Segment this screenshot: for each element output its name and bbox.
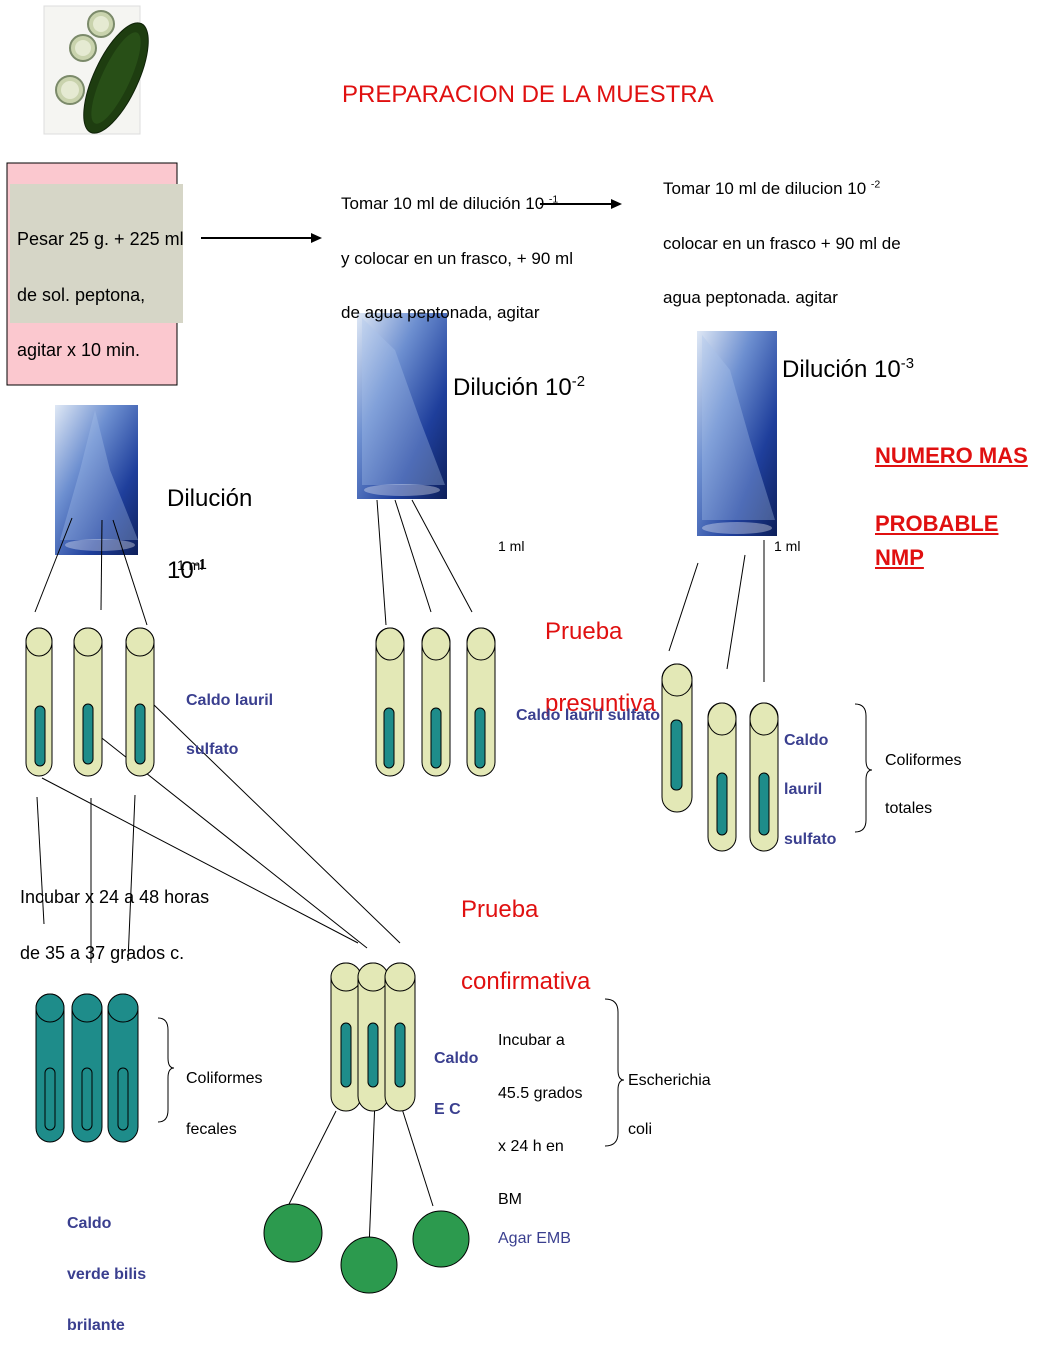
tube [108, 994, 138, 1142]
caldo-lauril-3-line-1: Caldo [784, 729, 836, 754]
tube [385, 963, 415, 1111]
one-ml-label-1: 1 ml [177, 555, 203, 575]
step1-line-2: de sol. peptona, [17, 282, 184, 310]
caldo-verde-line-1: Caldo [67, 1211, 146, 1237]
cucumber-image [44, 6, 161, 142]
incubar-2-line-2: 45.5 grados [498, 1081, 583, 1107]
tubes-fecales [36, 994, 138, 1142]
step2-line-2: y colocar en un frasco, + 90 ml [341, 245, 573, 272]
tube [126, 628, 154, 776]
tube [26, 628, 52, 776]
step2-exponent: -1 [549, 194, 558, 206]
incubar-2-line-4: BM [498, 1187, 583, 1213]
tubes-row-2 [376, 628, 495, 776]
dilution-2-label: Dilución 10-2 [453, 371, 585, 406]
escherichia-line-1: Escherichia [628, 1069, 711, 1094]
tubes-row-3 [662, 664, 778, 851]
escherichia-coli-label: Escherichia coli [628, 1044, 711, 1168]
incubar-1-line-1: Incubar x 24 a 48 horas [20, 884, 209, 912]
dilution-3-text: Dilución 10 [782, 356, 901, 383]
caldo-verde-line-2: verde bilis [67, 1262, 146, 1288]
step3-line-2: colocar en un frasco + 90 ml de [663, 230, 901, 257]
agar-emb-label: Agar EMB [498, 1227, 571, 1250]
dilution-3-label: Dilución 10-3 [782, 353, 914, 388]
step2-text: Tomar 10 ml de dilución 10 -1 y colocar … [341, 163, 573, 353]
step2-line-1-text: Tomar 10 ml de dilución 10 [341, 194, 544, 213]
step3-line-1-text: Tomar 10 ml de dilucion 10 [663, 179, 866, 198]
caldo-ec-label: Caldo E C [434, 1020, 478, 1148]
flask-image-1 [55, 405, 138, 555]
step3-line-3: agua peptonada. agitar [663, 284, 901, 311]
coliformes-fecales-line-2: fecales [186, 1117, 262, 1143]
tube [376, 628, 404, 776]
tube [358, 963, 388, 1111]
page-title: PREPARACION DE LA MUESTRA [342, 78, 714, 113]
caldo-verde-line-3: brilante [67, 1313, 146, 1339]
incubar-1-line-2: de 35 a 37 grados c. [20, 940, 209, 968]
step3-text: Tomar 10 ml de dilucion 10 -2 colocar en… [663, 148, 901, 338]
coliformes-fecales-label: Coliformes fecales [186, 1040, 262, 1168]
nmp-title-line-1: NUMERO MAS [875, 439, 1041, 473]
prueba-presuntiva-label: Prueba presuntiva [545, 578, 656, 758]
tube [750, 703, 778, 851]
dilution-3-exponent: -3 [901, 356, 914, 372]
step1-line-3: agitar x 10 min. [17, 337, 184, 365]
tube [331, 963, 361, 1111]
caldo-lauril-3-line-3: sulfato [784, 828, 836, 853]
coliformes-totales-label: Coliformes totales [885, 725, 961, 845]
coliformes-fecales-line-1: Coliformes [186, 1066, 262, 1092]
incubar-2-line-1: Incubar a [498, 1028, 583, 1054]
incubar-2-line-3: x 24 h en [498, 1134, 583, 1160]
prueba-confirmativa-line-1: Prueba [461, 892, 590, 928]
step2-line-3: de agua peptonada, agitar [341, 299, 573, 326]
incubar-2-text: Incubar a 45.5 grados x 24 h en BM [498, 1002, 583, 1240]
caldo-lauril-3-line-2: lauril [784, 778, 836, 803]
dilution-2-exponent: -2 [572, 374, 585, 390]
coliformes-totales-line-1: Coliformes [885, 749, 961, 773]
step1-line-1: Pesar 25 g. + 225 ml [17, 226, 184, 254]
flask-image-3 [697, 331, 777, 536]
nmp-title-line-2: PROBABLE NMP [875, 507, 1041, 575]
step2-line-1: Tomar 10 ml de dilución 10 -1 [341, 190, 573, 217]
caldo-lauril-label-1: Caldo lauril sulfato [186, 664, 273, 788]
tube [467, 628, 495, 776]
caldo-ec-line-1: Caldo [434, 1046, 478, 1072]
tube [36, 994, 64, 1142]
dilution-2-text: Dilución 10 [453, 374, 572, 401]
tube [72, 994, 102, 1142]
step3-exponent: -2 [871, 179, 880, 191]
caldo-verde-label: Caldo verde bilis brilante [67, 1185, 146, 1364]
tubes-ec [331, 963, 415, 1111]
one-ml-label-3: 1 ml [774, 536, 800, 556]
caldo-lauril-label-2: Caldo lauril sulfato [516, 704, 660, 727]
prueba-presuntiva-line-1: Prueba [545, 614, 656, 650]
tube [662, 664, 692, 812]
step3-line-1: Tomar 10 ml de dilucion 10 -2 [663, 175, 901, 202]
coliformes-totales-line-2: totales [885, 797, 961, 821]
tube [708, 703, 736, 851]
tube [422, 628, 450, 776]
one-ml-label-2: 1 ml [498, 536, 524, 556]
tube [74, 628, 102, 776]
prueba-confirmativa-line-2: confirmativa [461, 964, 590, 1000]
caldo-lauril-1-line-1: Caldo lauril [186, 689, 273, 714]
incubar-1-text: Incubar x 24 a 48 horas de 35 a 37 grado… [20, 856, 209, 995]
agar-plates [264, 1204, 469, 1293]
dilution-1-word: Dilución [167, 481, 252, 517]
caldo-ec-line-2: E C [434, 1097, 478, 1123]
caldo-lauril-1-line-2: sulfato [186, 738, 273, 763]
step1-text: Pesar 25 g. + 225 ml de sol. peptona, ag… [17, 198, 184, 393]
caldo-lauril-label-3: Caldo lauril sulfato [784, 704, 836, 878]
nmp-title: NUMERO MAS PROBABLE NMP [875, 405, 1041, 610]
tubes-row-1 [26, 628, 154, 776]
dilution-1-label: Dilución 10-1 [167, 445, 252, 625]
escherichia-line-2: coli [628, 1118, 711, 1143]
